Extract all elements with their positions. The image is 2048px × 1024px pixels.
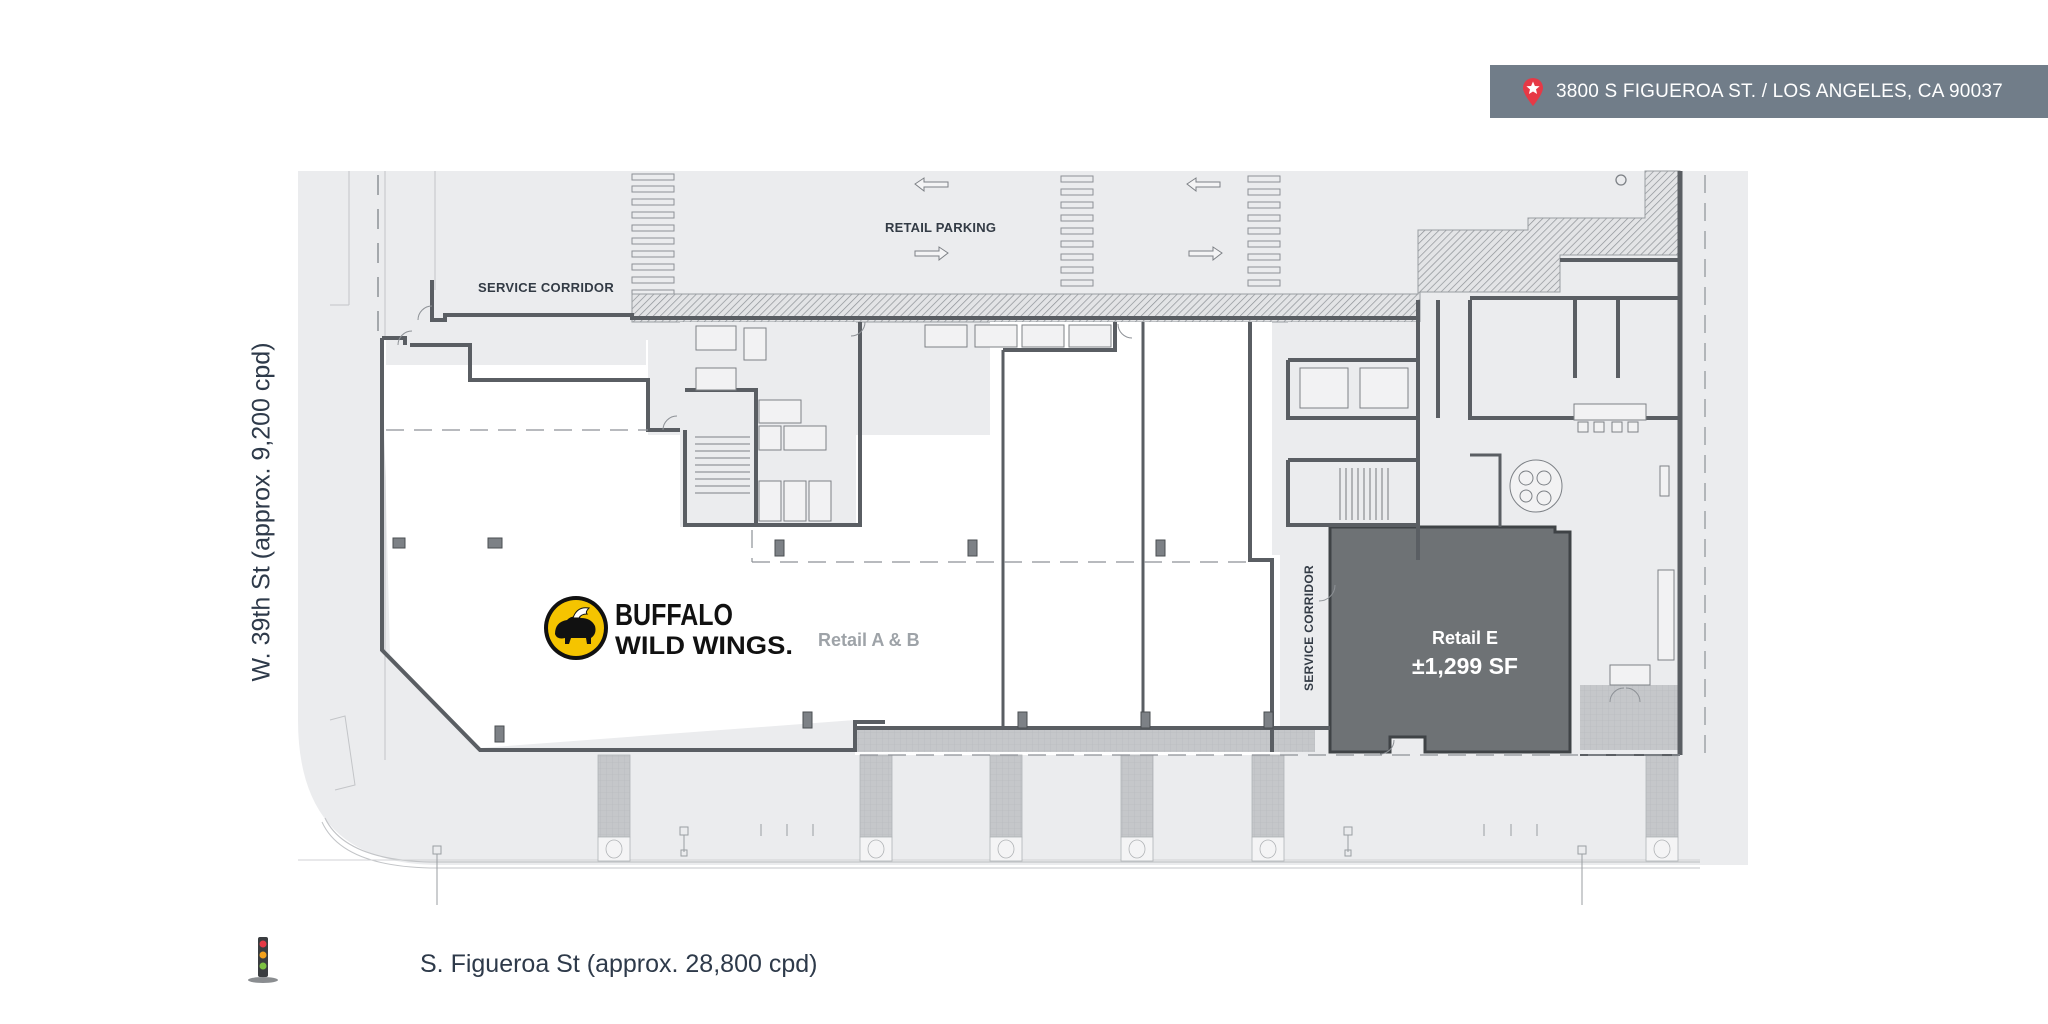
retail-e-label-group: Retail E ±1,299 SF [1330, 628, 1600, 680]
retail-ab-label: Retail A & B [818, 630, 920, 650]
address-text: 3800 S FIGUEROA ST. / LOS ANGELES, CA 90… [1556, 80, 2003, 102]
service-corridor-label-top: SERVICE CORRIDOR [478, 280, 615, 295]
retail-parking-label: RETAIL PARKING [885, 220, 997, 235]
buffalo-wild-wings-logo: BUFFALO WILD WINGS. [543, 592, 793, 664]
location-pin-icon [1522, 77, 1544, 107]
street-label-w39th: W. 39th St (approx. 9,200 cpd) [247, 342, 276, 682]
address-banner: 3800 S FIGUEROA ST. / LOS ANGELES, CA 90… [1490, 65, 2048, 118]
accessibility-icon [1615, 174, 1627, 186]
logo-line-1: BUFFALO [615, 597, 733, 632]
street-label-figueroa: S. Figueroa St (approx. 28,800 cpd) [420, 950, 818, 978]
service-corridor-label-side: SERVICE CORRIDOR [1302, 565, 1316, 691]
retail-e-size: ±1,299 SF [1412, 653, 1518, 679]
retail-e-name: Retail E [1431, 628, 1499, 648]
buffalo-icon [555, 616, 596, 644]
logo-line-2: WILD WINGS. [615, 632, 793, 660]
retail-e-space [1328, 525, 1572, 754]
traffic-light-icon [247, 935, 279, 985]
